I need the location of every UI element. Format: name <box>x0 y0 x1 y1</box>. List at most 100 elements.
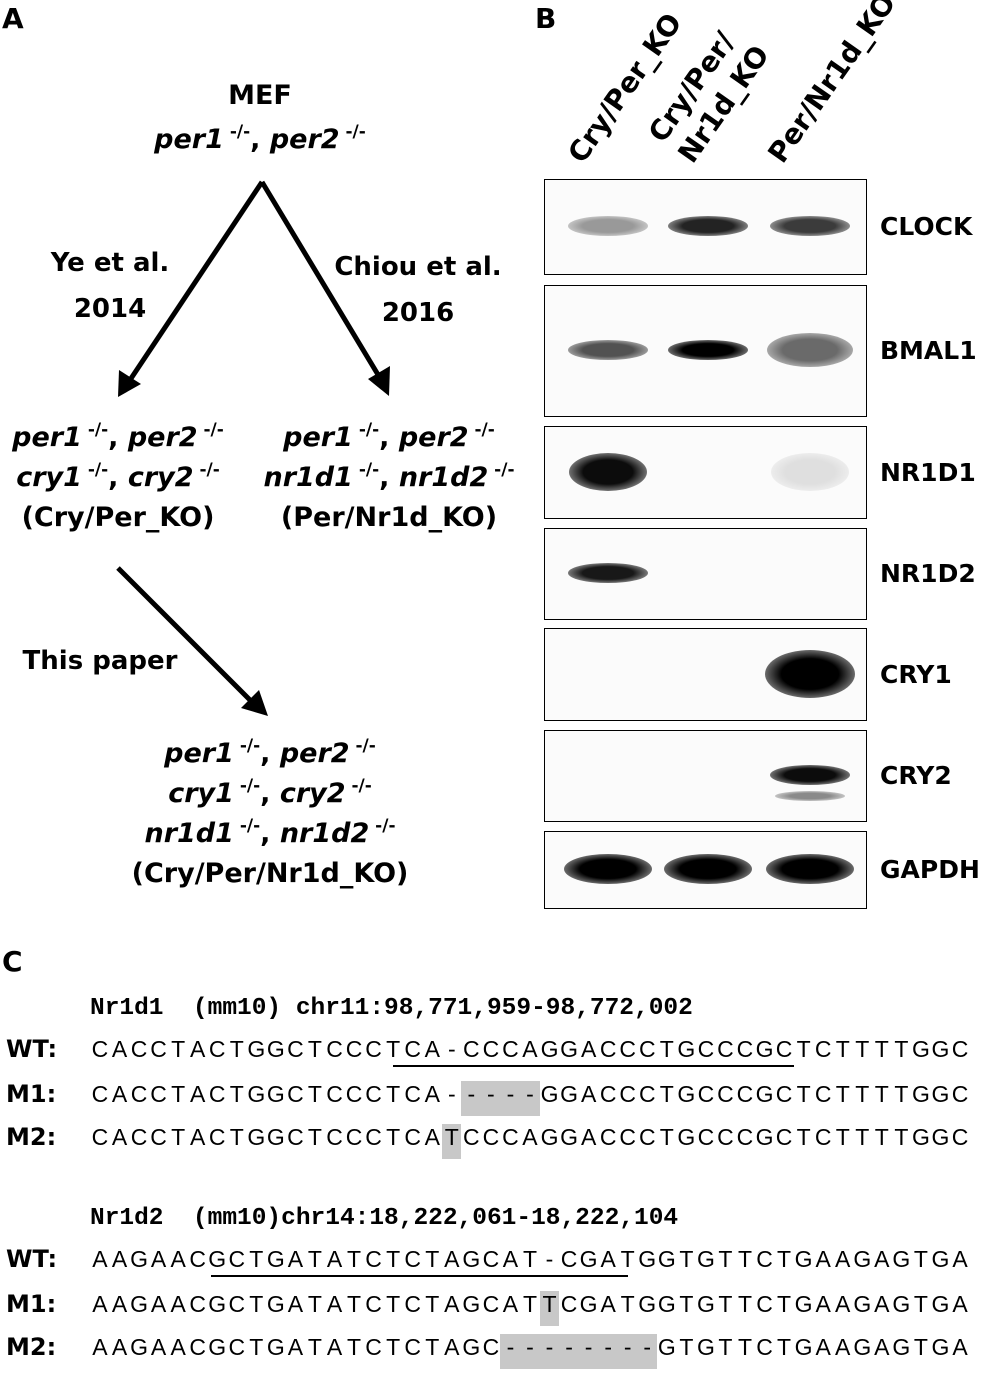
lane-label: Per/Nr1d_KO <box>761 0 904 170</box>
strain-name: (Cry/Per_KO) <box>21 502 215 533</box>
bottom-branch-label: This paper <box>22 646 178 676</box>
genotype-superscript: -/- <box>233 736 261 756</box>
protein-band <box>770 765 850 785</box>
gene-name: per2 <box>127 422 198 453</box>
branch-label-line: 2016 <box>381 298 455 328</box>
root-title: MEF <box>228 80 292 111</box>
genotype-superscript: -/- <box>339 122 366 142</box>
root-genotype: per1 -/-, per2 -/- <box>110 120 410 160</box>
genotype-line: cry1 -/-, cry2 -/- <box>168 776 372 810</box>
arrow-bottom <box>116 566 268 716</box>
genotype-superscript: -/- <box>223 122 251 142</box>
genotype-superscript: -/- <box>193 460 220 480</box>
gene-name: nr1d1 <box>263 462 353 493</box>
branch-label-line: Ye et al. <box>50 248 170 278</box>
panel-letter-c: C <box>2 945 23 978</box>
strain-name: (Per/Nr1d_KO) <box>280 502 498 533</box>
blot-nr1d2 <box>544 528 867 620</box>
genotype-superscript: -/- <box>349 736 376 756</box>
bottom-child-genotype: per1 -/-, per2 -/- cry1 -/-, cry2 -/- nr1d… <box>110 734 430 894</box>
genotype-line: per1 -/-, per2 -/- <box>12 420 224 454</box>
protein-label: NR1D1 <box>880 457 976 487</box>
gene-name: cry1 <box>16 462 82 493</box>
genotype-superscript: -/- <box>233 776 261 796</box>
guide-rna-underline <box>211 1275 628 1277</box>
panel-letter-b: B <box>535 2 557 35</box>
right-child-genotype: per1 -/-, per2 -/- nr1d1 -/-, nr1d2 -/- (P… <box>244 418 534 538</box>
nr1d1-header: Nr1d1 (mm10) chr11:98,771,959-98,772,002 <box>90 995 693 1022</box>
protein-band <box>770 216 850 236</box>
left-child-genotype: per1 -/-, per2 -/- cry1 -/-, cry2 -/- (Cry… <box>0 418 236 538</box>
genotype-line: per1 -/-, per2 -/- <box>283 420 495 454</box>
gene-name: cry2 <box>127 462 194 493</box>
genotype-line: per1 -/-, per2 -/- <box>164 736 376 770</box>
protein-band <box>766 854 854 884</box>
right-branch-label: Chiou et al. 2016 <box>318 244 518 336</box>
genotype-superscript: -/- <box>81 420 109 440</box>
protein-band <box>668 216 748 236</box>
branch-label-line: 2014 <box>73 294 147 324</box>
gene-name: nr1d2 <box>279 818 370 849</box>
nr1d2-header: Nr1d2 (mm10)chr14:18,222,061-18,222,104 <box>90 1205 679 1232</box>
genotype-line: nr1d1 -/-, nr1d2 -/- <box>144 816 396 850</box>
protein-label: CRY2 <box>880 761 952 790</box>
gene-name: per2 <box>279 738 350 769</box>
arrow-right <box>259 180 390 396</box>
genotype-superscript: -/- <box>468 420 495 440</box>
protein-label: GAPDH <box>880 855 980 884</box>
protein-band <box>569 452 647 491</box>
protein-label: CRY1 <box>880 659 952 689</box>
arrow-left <box>118 180 265 397</box>
genotype-superscript: -/- <box>352 460 380 480</box>
genotype-superscript: -/- <box>488 460 515 480</box>
lineage-arrows <box>116 180 390 716</box>
genotype-line: cry1 -/-, cry2 -/- <box>16 460 220 494</box>
genotype-superscript: -/- <box>197 420 224 440</box>
gene-name: per1 <box>283 422 353 453</box>
guide-rna-underline <box>393 1065 794 1067</box>
gene-name: cry1 <box>168 778 234 809</box>
protein-band <box>568 216 648 236</box>
blot-nr1d1 <box>544 426 867 519</box>
protein-band <box>664 854 752 884</box>
left-branch-label: Ye et al. 2014 <box>20 240 200 332</box>
protein-band <box>767 333 853 367</box>
genotype-superscript: -/- <box>345 776 372 796</box>
protein-band <box>564 854 652 884</box>
protein-band <box>775 791 845 801</box>
genotype-superscript: -/- <box>81 460 109 480</box>
genotype-superscript: -/- <box>233 816 261 836</box>
blot-cry1 <box>544 628 867 721</box>
gene-name: per2 <box>269 124 340 155</box>
blot-gapdh <box>544 831 867 909</box>
blot-bmal1 <box>544 285 867 417</box>
gene-name: nr1d1 <box>144 818 234 849</box>
gene-name: per1 <box>154 124 224 155</box>
branch-label-line: Chiou et al. <box>334 252 502 282</box>
sequence-row-label: M1: <box>6 1290 57 1318</box>
protein-band <box>568 563 648 583</box>
protein-label: CLOCK <box>880 212 973 241</box>
sequence-row-label: WT: <box>6 1245 58 1273</box>
blot-clock <box>544 179 867 275</box>
sequence-row-label: M2: <box>6 1123 57 1151</box>
sequence-row-label: WT: <box>6 1035 58 1063</box>
lane-label-line: Per/Nr1d_KO <box>761 0 903 169</box>
protein-band <box>765 649 855 698</box>
protein-band <box>668 340 748 360</box>
protein-label: BMAL1 <box>880 336 977 365</box>
gene-name: per2 <box>398 422 469 453</box>
sequence-row-label: M1: <box>6 1080 57 1108</box>
genotype-superscript: -/- <box>369 816 396 836</box>
genotype-line: nr1d1 -/-, nr1d2 -/- <box>263 460 515 494</box>
genotype-superscript: -/- <box>352 420 380 440</box>
gene-name: per1 <box>12 422 82 453</box>
blot-cry2 <box>544 730 867 822</box>
gene-name: nr1d2 <box>398 462 489 493</box>
protein-band <box>771 452 849 491</box>
